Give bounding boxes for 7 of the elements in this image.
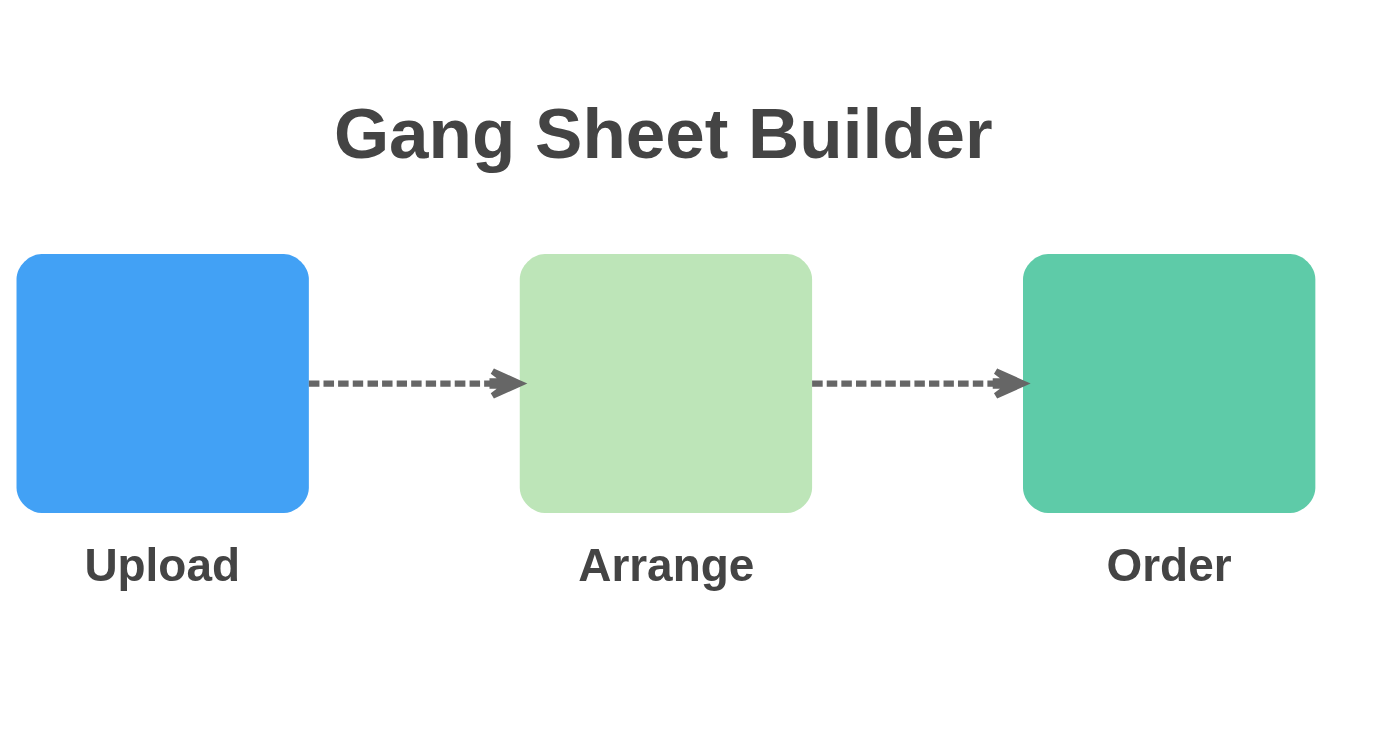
- node-box: [1023, 254, 1316, 513]
- node-label: Arrange: [578, 539, 755, 592]
- node-label: Upload: [84, 539, 241, 592]
- diagram-title: Gang Sheet Builder: [333, 94, 993, 174]
- node-box: [519, 254, 813, 513]
- node-box: [16, 254, 309, 513]
- node-label: Order: [1106, 539, 1232, 592]
